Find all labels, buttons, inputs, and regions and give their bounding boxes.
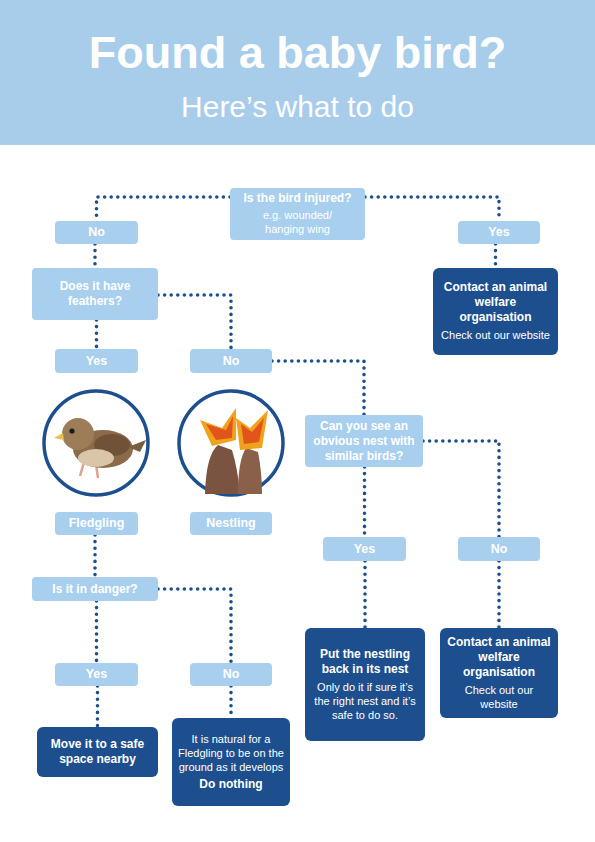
node-heading: Fledgling <box>69 516 125 531</box>
bird-eye <box>69 428 74 433</box>
node-heading: Yes <box>86 354 108 369</box>
dotted-connector <box>363 467 367 537</box>
bird-belly <box>78 449 114 467</box>
dotted-connector <box>423 441 499 537</box>
bird-head <box>62 418 94 450</box>
photo-frame <box>179 391 283 495</box>
nestling-neck <box>238 448 262 494</box>
subtitle: Here’s what to do <box>0 90 595 123</box>
question-box: Can you see an obvious nest with similar… <box>305 415 423 467</box>
nestling-beak <box>200 408 236 446</box>
node-heading: No <box>223 667 240 682</box>
node-heading: Yes <box>354 542 376 557</box>
node-heading: It is natural for a Fledgling to be on t… <box>178 732 284 775</box>
answer-label: No <box>190 349 272 373</box>
action-box: Move it to a safe space nearby <box>37 727 158 777</box>
node-heading: No <box>88 225 105 240</box>
question-box: Is it in danger? <box>32 577 158 601</box>
dotted-connector <box>272 361 364 415</box>
dotted-connector <box>158 295 231 349</box>
node-heading: Put the nestling back in its nest <box>311 647 419 677</box>
answer-label: Yes <box>55 663 138 686</box>
node-heading: No <box>491 542 508 557</box>
answer-label: Yes <box>458 221 540 244</box>
node-body: e.g. wounded/ hanging wing <box>250 209 346 237</box>
answer-label: No <box>55 221 138 244</box>
dotted-connector <box>365 197 499 221</box>
action-box: Put the nestling back in its nestOnly do… <box>305 628 425 741</box>
node-body: Check out our website <box>441 328 550 342</box>
node-body: Check out our website <box>446 683 552 712</box>
node-heading: Move it to a safe space nearby <box>43 737 152 767</box>
nestling-mouth <box>241 418 264 444</box>
question-box: Is the bird injured? e.g. wounded/ hangin… <box>230 188 365 240</box>
node-heading: Yes <box>86 667 108 682</box>
node-heading: Yes <box>488 225 510 240</box>
bird-beak <box>54 433 64 440</box>
node-heading: Is it in danger? <box>52 582 137 597</box>
dotted-connector <box>95 320 99 349</box>
dotted-connector <box>95 601 99 663</box>
answer-label: Yes <box>323 537 406 561</box>
nestling-mouth <box>206 416 233 440</box>
header-band <box>0 0 595 145</box>
node-heading: Nestling <box>206 516 255 531</box>
node-heading: Does it have feathers? <box>38 279 152 309</box>
answer-label: Yes <box>55 349 138 373</box>
action-box: Contact an animal welfare organisationCh… <box>433 268 558 355</box>
node-body: Do nothing <box>199 777 262 792</box>
dotted-connector <box>494 244 498 268</box>
bird-type-label: Fledgling <box>55 512 138 535</box>
page-title: Found a baby bird? <box>0 28 595 78</box>
node-heading: Is the bird injured? <box>243 191 351 206</box>
dotted-connector <box>97 197 231 221</box>
nestling-neck <box>205 445 240 494</box>
dotted-connector <box>497 561 501 628</box>
dotted-connector <box>93 244 97 268</box>
dotted-connector <box>229 686 233 718</box>
answer-label: No <box>190 663 272 686</box>
action-box: Contact an animal welfare organisationCh… <box>440 628 558 718</box>
node-body: Only do it if sure it’s the right nest a… <box>311 680 419 723</box>
photo-frame <box>44 391 148 495</box>
nestling-beak <box>236 410 268 450</box>
fledgling-photo <box>44 391 148 495</box>
bird-type-label: Nestling <box>190 512 272 535</box>
action-box: It is natural for a Fledgling to be on t… <box>172 718 290 806</box>
dotted-connector <box>158 589 231 663</box>
node-heading: Contact an animal welfare organisation <box>439 280 552 325</box>
node-heading: Contact an animal welfare organisation <box>446 635 552 680</box>
dotted-connector <box>96 686 100 727</box>
answer-label: No <box>458 537 540 561</box>
nestling-photo <box>179 391 283 495</box>
bird-tail <box>128 440 146 452</box>
node-heading: Can you see an obvious nest with similar… <box>311 419 417 464</box>
node-heading: No <box>223 354 240 369</box>
question-box: Does it have feathers? <box>32 268 158 320</box>
dotted-connector <box>363 561 367 628</box>
dotted-connector <box>93 535 97 577</box>
